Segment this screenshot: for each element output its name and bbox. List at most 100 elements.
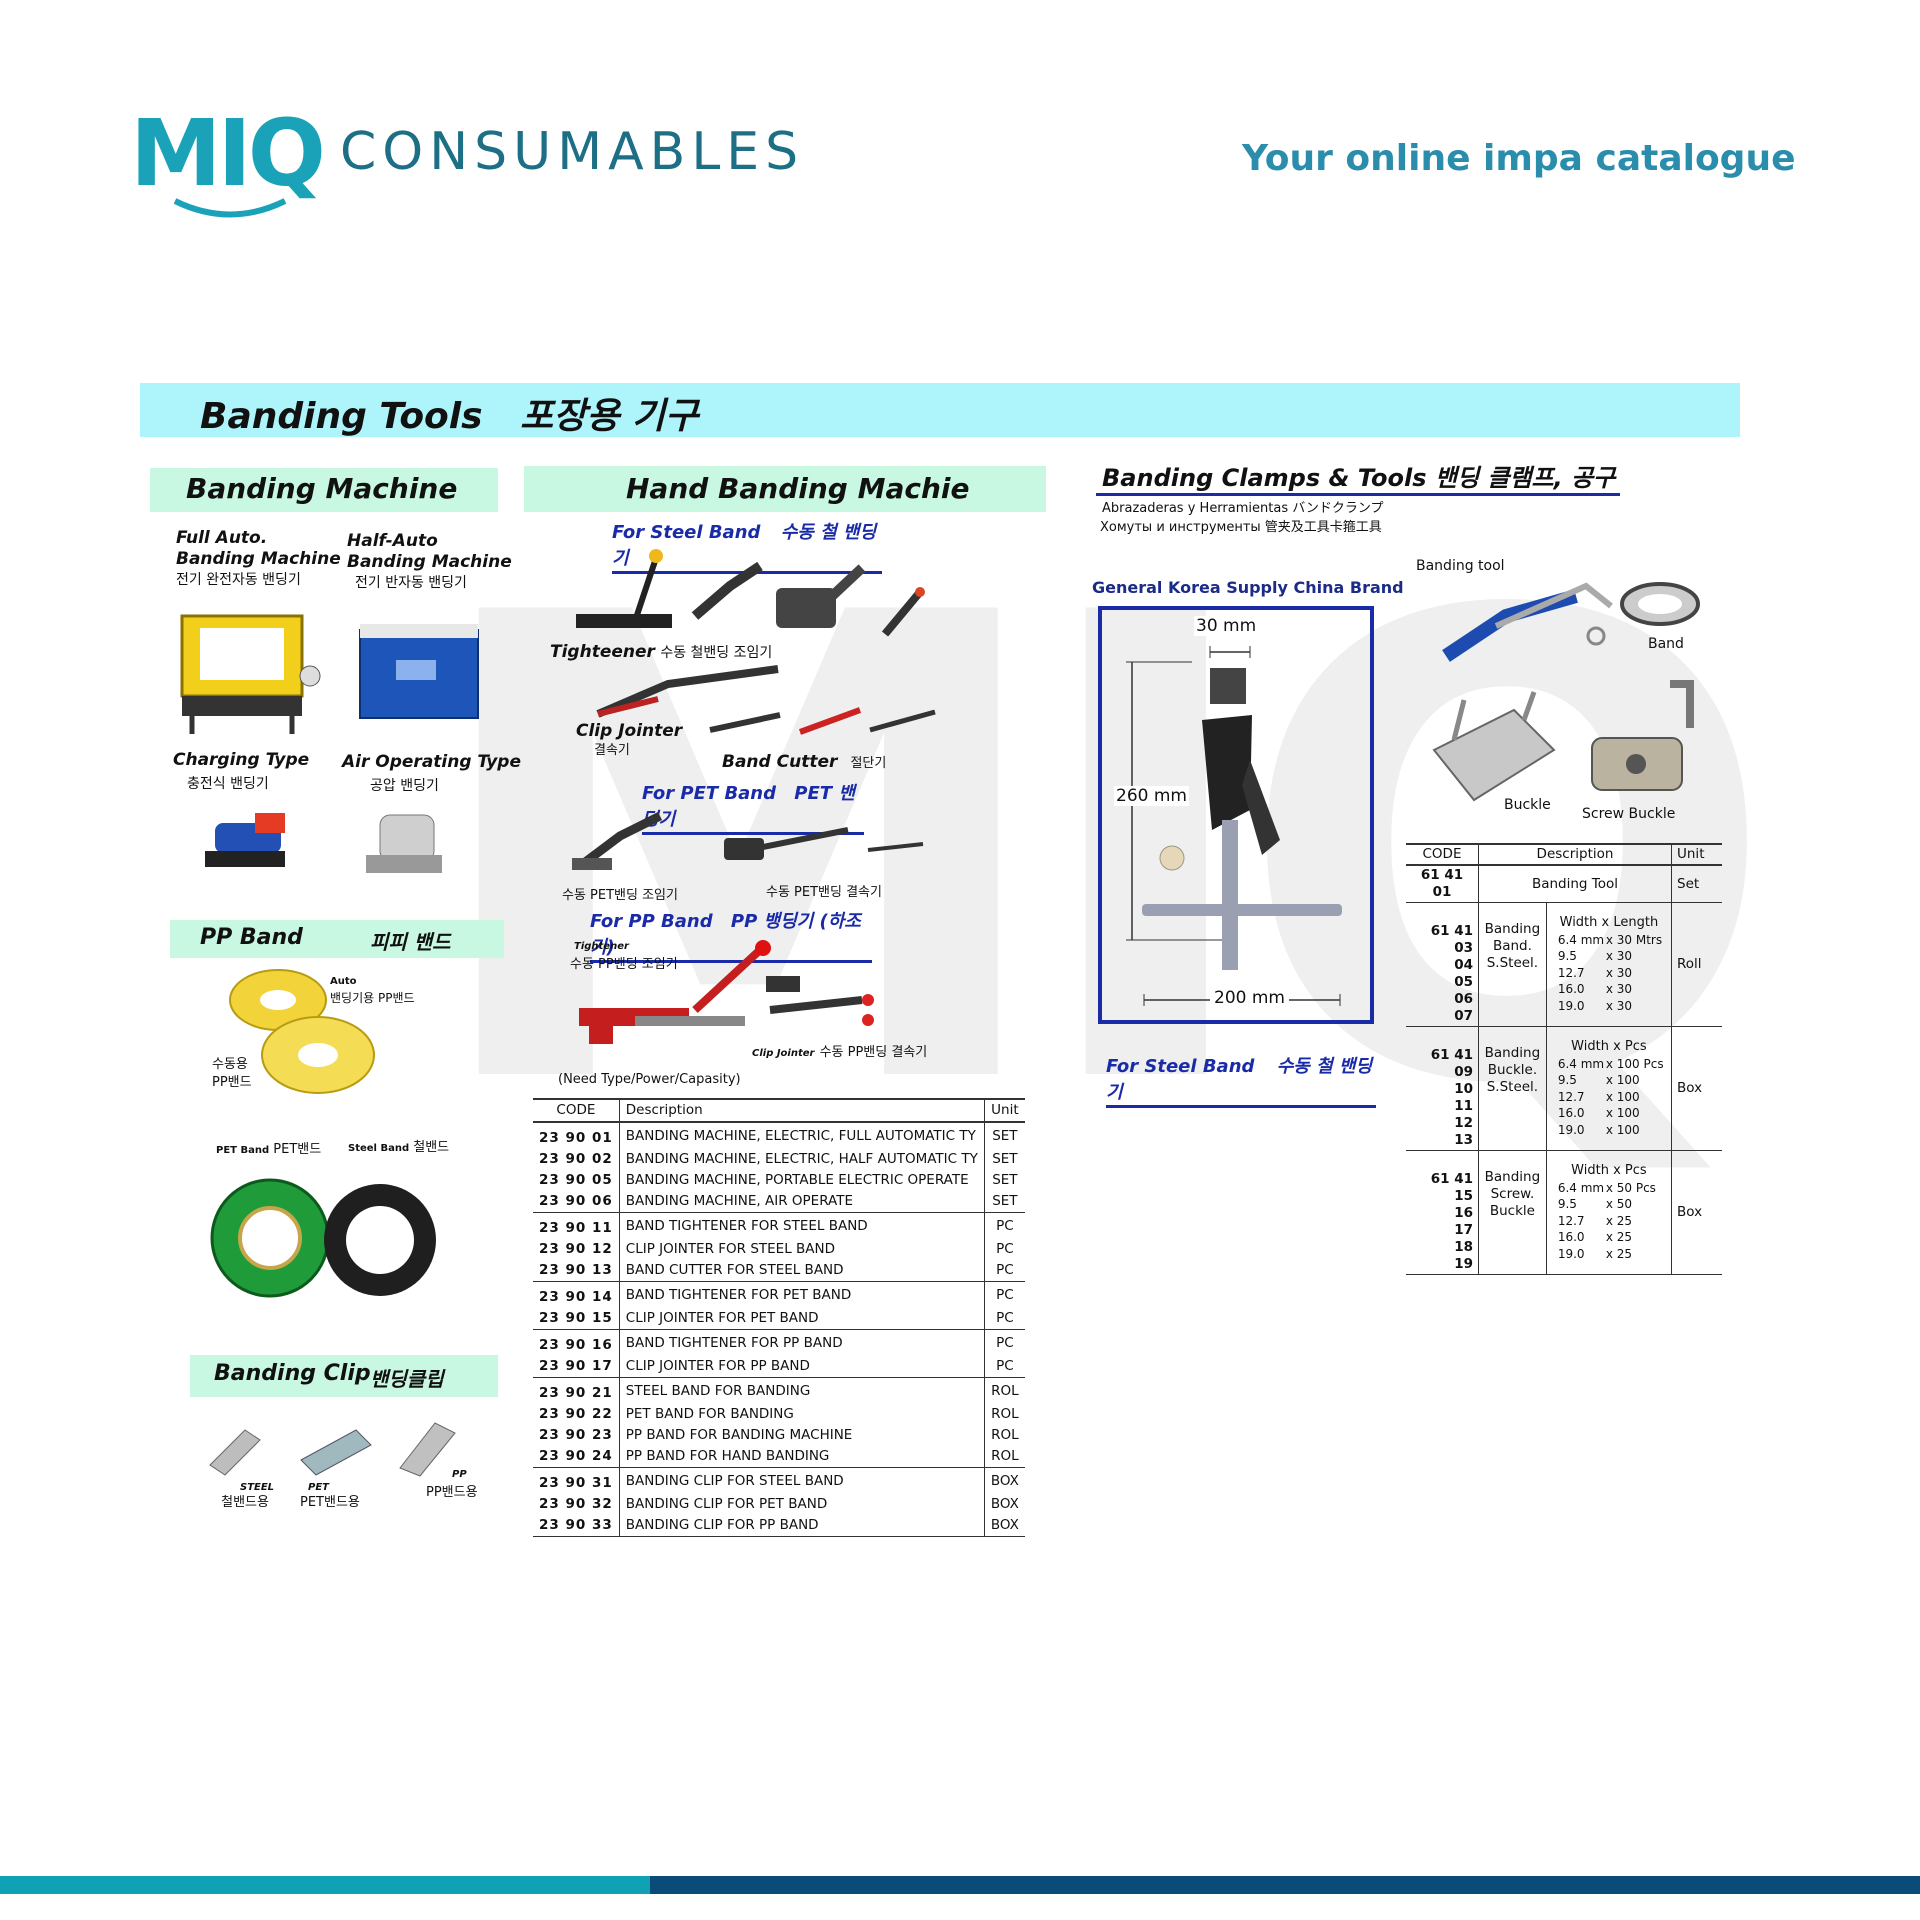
code-table-cell-desc: CLIP JOINTER FOR PET BAND bbox=[618, 1308, 985, 1330]
clamps-tool-code: 61 41 01 bbox=[1420, 867, 1464, 900]
clamps-spec-width: 9.5 bbox=[1557, 1197, 1577, 1211]
clamps-spec-width: 6.4 mm bbox=[1557, 932, 1605, 947]
half-auto-caption: Half-Auto Banding Machine 전기 반자동 밴딩기 bbox=[347, 531, 512, 594]
code-table-cell-desc: PET BAND FOR BANDING bbox=[618, 1404, 985, 1425]
code-table-cell-unit: SET bbox=[983, 1170, 1025, 1191]
clamps-spec-qty: x 30 bbox=[1605, 998, 1633, 1013]
clamps-spec-qty: x 30 bbox=[1605, 949, 1633, 963]
description-header: Description bbox=[618, 1098, 985, 1123]
code-table-cell-unit: ROL bbox=[983, 1446, 1025, 1468]
code-table-cell-unit: BOX bbox=[983, 1467, 1025, 1494]
code-table-cell-desc: BAND CUTTER FOR STEEL BAND bbox=[618, 1260, 985, 1282]
clamps-spec-width: 16.0 bbox=[1557, 1106, 1585, 1120]
clamps-desc-line: Banding bbox=[1484, 1169, 1541, 1185]
clip-pp-en: PP bbox=[452, 1469, 467, 1480]
full-auto-caption: Full Auto. Banding Machine 전기 완전자동 밴딩기 bbox=[176, 528, 341, 591]
clamps-spec-qty: x 25 bbox=[1605, 1213, 1633, 1228]
pet-band-ko: PET밴드 bbox=[273, 1142, 322, 1157]
clamps-tool-desc: Banding Tool bbox=[1478, 865, 1672, 903]
clamps-row-banding-tool: 61 41 01 Banding Tool Set bbox=[1406, 865, 1722, 903]
code-table-cell-code: 23 90 23 bbox=[539, 1427, 613, 1443]
clamps-description-header: Description bbox=[1478, 843, 1672, 866]
code-table-cell-code: 23 90 31 bbox=[539, 1475, 613, 1491]
dim-left-label: 260 mm bbox=[1114, 786, 1189, 806]
half-auto-en1: Half-Auto bbox=[347, 531, 438, 551]
code-table-cell-desc: BANDING MACHINE, ELECTRIC, FULL AUTOMATI… bbox=[618, 1122, 985, 1149]
air-tool-image bbox=[366, 814, 442, 873]
code-table-cell-unit: PC bbox=[983, 1356, 1025, 1378]
pp-band-subheading: For PP Band PP 뱅딩기 (하조기) bbox=[590, 907, 872, 963]
clamps-code: 04 bbox=[1454, 957, 1473, 973]
clamps-spec-width: 12.7 bbox=[1557, 965, 1585, 980]
code-table-cell-code: 23 90 15 bbox=[533, 1308, 620, 1330]
need-type-note: (Need Type/Power/Capasity) bbox=[558, 1072, 741, 1087]
clamps-spec-qty: x 50 bbox=[1605, 1197, 1633, 1211]
pp-manual-ko1: 수동용 bbox=[212, 1057, 248, 1072]
pet-tightener-caption: 수동 PET밴딩 조임기 bbox=[562, 888, 678, 903]
code-table-cell-desc: CLIP JOINTER FOR PP BAND bbox=[618, 1356, 985, 1378]
code-table-cell-unit: ROL bbox=[983, 1425, 1025, 1446]
banding-clip-title: Banding Clip bbox=[214, 1361, 371, 1386]
banding-tool-dimension-image bbox=[1126, 646, 1342, 1006]
code-table-cell-desc: BANDING CLIP FOR PET BAND bbox=[618, 1494, 985, 1515]
code-table-cell-desc: BANDING MACHINE, PORTABLE ELECTRIC OPERA… bbox=[618, 1170, 985, 1191]
clamps-spec-width: 9.5 bbox=[1557, 1073, 1577, 1087]
clamps-spec-qty: x 30 bbox=[1605, 965, 1633, 980]
tagline: Your online impa catalogue bbox=[1242, 138, 1796, 179]
pet-jointer-caption: 수동 PET밴딩 결속기 bbox=[766, 885, 882, 900]
logo-smile-icon bbox=[173, 198, 287, 218]
clamps-table-wrap: CODE Description Unit 61 41 01 Banding T… bbox=[1406, 843, 1722, 1275]
dimension-box: 30 mm 260 mm 200 mm bbox=[1098, 606, 1374, 1024]
code-table-cell-code: 23 90 05 bbox=[539, 1172, 613, 1188]
code-table-cell-code: 23 90 21 bbox=[539, 1385, 613, 1401]
pp-tightener-image bbox=[579, 940, 771, 1044]
pp-jointer-en: Clip Jointer bbox=[752, 1048, 815, 1059]
code-table-cell-unit: PC bbox=[983, 1329, 1025, 1356]
clamps-block-unit: Box bbox=[1671, 1150, 1722, 1275]
clamps-spec-width: 12.7 bbox=[1557, 1089, 1585, 1104]
clip-pet-ko: PET밴드용 bbox=[300, 1495, 360, 1510]
clip-jointer-image bbox=[596, 665, 779, 718]
steel-band-label: Steel Band 철밴드 bbox=[348, 1136, 449, 1155]
pp-manual-ko2: PP밴드 bbox=[212, 1075, 252, 1090]
clamps-spec-qty: x 100 bbox=[1605, 1122, 1640, 1137]
clamps-code-header: CODE bbox=[1406, 843, 1479, 866]
clamps-code: 16 bbox=[1454, 1205, 1473, 1221]
band-roll-image bbox=[1620, 582, 1700, 626]
clamps-tool-unit: Set bbox=[1671, 865, 1722, 903]
band-cutter-en: Band Cutter bbox=[722, 752, 838, 772]
pp-auto-ko: 밴딩기용 PP밴드 bbox=[330, 991, 415, 1005]
code-table-cell-desc: BANDING MACHINE, AIR OPERATE bbox=[618, 1191, 985, 1213]
code-table-cell-desc: CLIP JOINTER FOR STEEL BAND bbox=[618, 1239, 985, 1260]
steel-jointer-image-1 bbox=[691, 561, 763, 620]
clip-jointer-en: Clip Jointer bbox=[576, 721, 683, 741]
clip-pp-label: PP PP밴드용 bbox=[426, 1466, 478, 1502]
clamps-code: 61 41 03 bbox=[1430, 923, 1473, 956]
full-auto-machine-image bbox=[180, 614, 321, 734]
clip-steel-image bbox=[209, 1429, 261, 1476]
clamps-spec-width: 19.0 bbox=[1557, 1246, 1585, 1261]
clip-pet-en: PET bbox=[308, 1482, 329, 1493]
clamps-block-unit: Box bbox=[1671, 1026, 1722, 1151]
code-table-cell-unit: PC bbox=[983, 1239, 1025, 1260]
clip-pp-ko: PP밴드용 bbox=[426, 1485, 478, 1500]
clamps-code: 06 bbox=[1454, 991, 1473, 1007]
charging-type-caption: Charging Type 충전식 밴딩기 bbox=[173, 750, 309, 795]
pp-auto-label: Auto 밴딩기용 PP밴드 bbox=[330, 974, 415, 1006]
clamps-spec-width: 6.4 mm bbox=[1557, 1180, 1605, 1195]
clamps-code: 61 41 15 bbox=[1430, 1171, 1473, 1204]
code-table-cell-desc: BAND TIGHTENER FOR PET BAND bbox=[618, 1281, 985, 1308]
clamps-steel-ko: 수동 철 밴딩기 bbox=[1106, 1056, 1373, 1103]
section-banner: Banding Tools 포장용 기구 bbox=[140, 383, 1740, 437]
code-table-row: 23 90 05 BANDING MACHINE, PORTABLE ELECTR… bbox=[533, 1170, 1025, 1191]
clamps-subtitle-1: Abrazaderas y Herramientas バンドクランプ bbox=[1102, 501, 1384, 516]
clip-steel-en: STEEL bbox=[240, 1482, 275, 1493]
